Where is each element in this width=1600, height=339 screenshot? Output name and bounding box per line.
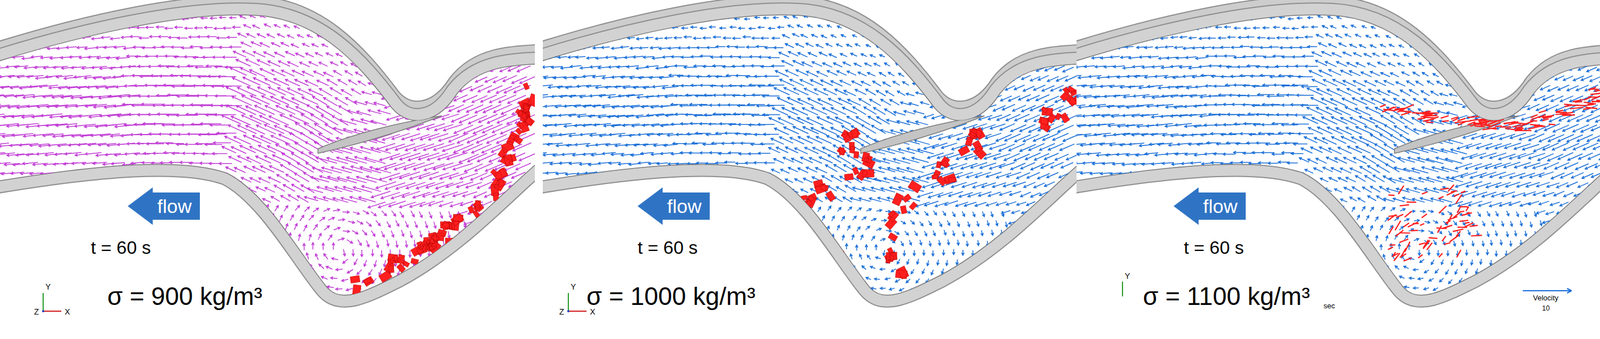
time-label: t = 60 s [1183,237,1245,259]
red-particles [350,82,535,297]
flow-arrow: flow [127,187,200,225]
flow-label: flow [637,187,702,225]
axis-label: X [64,307,70,317]
axis-triad [42,292,62,313]
red-particles [1380,77,1600,262]
red-particles [785,85,1078,280]
axis-label: Y [1124,271,1130,281]
velocity-vectors [1076,5,1600,323]
scale-label: Velocity [1533,294,1559,303]
axis-label: X [589,307,596,317]
scale-value: 10 [1542,304,1550,313]
velocity-vectors [0,5,535,324]
vessel-panel [526,4,1106,322]
axis-label: Y [570,282,576,292]
axis-triad [1122,281,1124,297]
flow-label: flow [127,187,192,225]
flow-label: flow [1173,187,1238,225]
time-label: t = 60 s [90,237,152,259]
axis-triad [567,292,587,313]
flow-arrow: flow [637,187,710,225]
vessel-panel [0,4,563,324]
axis-label: Z [34,307,40,317]
unit-label: sec [1323,302,1335,311]
flow-arrow: flow [1173,187,1246,225]
velocity-scale-arrow [1522,288,1572,293]
time-label: t = 60 s [637,237,698,259]
density-label: σ = 1100 kg/m³ [1142,282,1310,312]
density-label: σ = 1000 kg/m³ [586,282,756,312]
axis-label: Y [45,282,51,292]
density-label: σ = 900 kg/m³ [107,282,263,312]
vessel-panel [1059,4,1600,323]
axis-label: Z [559,307,565,317]
velocity-vectors [542,5,1078,322]
